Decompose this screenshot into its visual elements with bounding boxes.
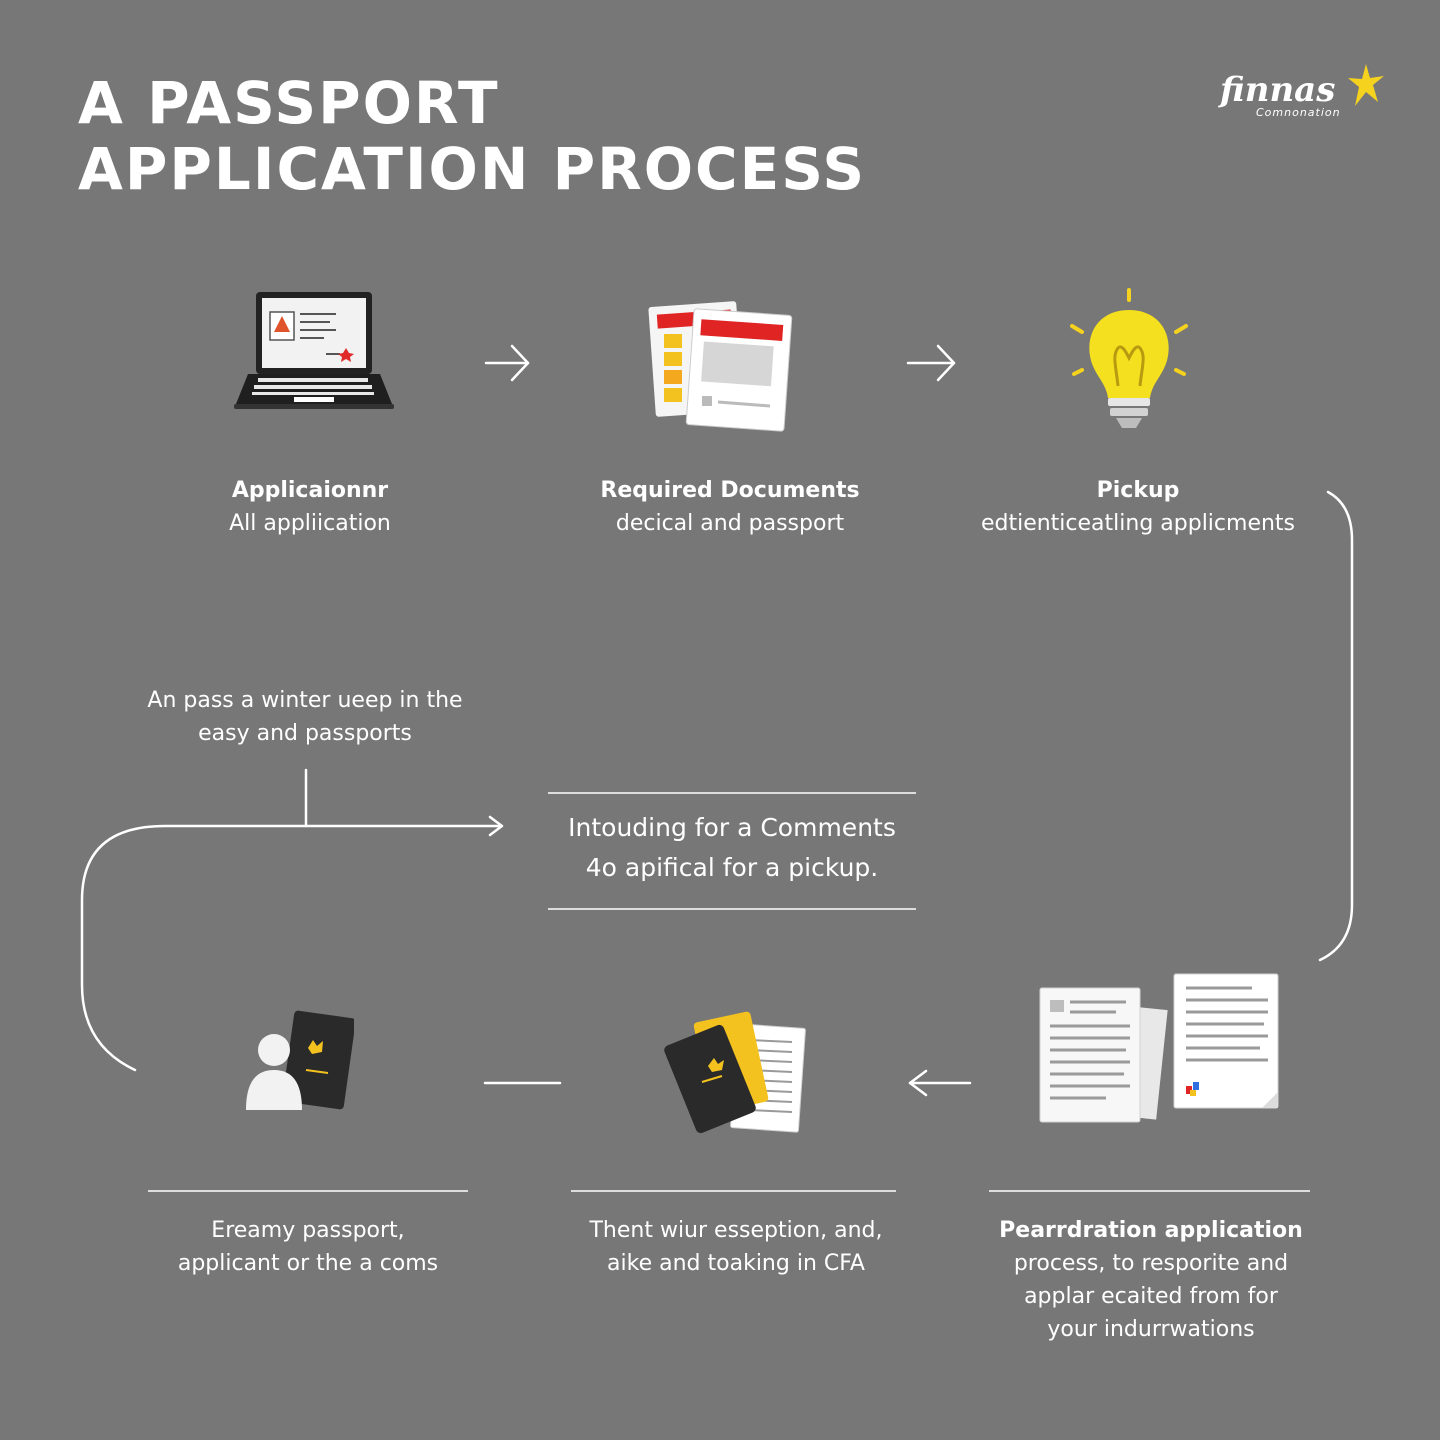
title-line-2: APPLICATION PROCESS: [78, 135, 867, 203]
center-callout: Intouding for a Comments 4o apifical for…: [548, 808, 916, 888]
passport-cards-icon: [664, 1011, 806, 1134]
title-line-1: A PASSPORT: [78, 69, 500, 137]
step-5-description-line-2: aike and toaking in CFA: [607, 1251, 865, 1276]
arrow-step2-to-step3: [906, 344, 956, 382]
page-title: A PASSPORT APPLICATION PROCESS: [78, 70, 866, 202]
step-4-label: Pearrdration application process, to res…: [976, 1214, 1326, 1346]
step-6-label: Ereamy passport, applicant or the a coms: [128, 1214, 488, 1280]
logo-wordmark: finnas: [1220, 70, 1336, 110]
brand-logo: finnas Comnonation: [1218, 62, 1388, 132]
left-loop-curve: [80, 824, 502, 1072]
star-figure-icon: [1348, 64, 1384, 106]
arrow-step4-to-step5: [908, 1069, 972, 1097]
step-4-description-line-3: your indurrwations: [1047, 1317, 1255, 1342]
step-6-description-line-1: Ereamy passport,: [211, 1218, 405, 1243]
center-callout-line-1: Intouding for a Comments: [568, 813, 896, 842]
step-5-label: Thent wiur esseption, and, aike and toak…: [558, 1214, 914, 1280]
left-loop-arrowhead: [488, 815, 504, 837]
step-1-title: Applicaionnr: [231, 478, 389, 503]
step-1-label: Applicaionnr All appliication: [160, 474, 460, 540]
person-passport-icon: [246, 1010, 354, 1110]
documents-icon: [648, 301, 793, 432]
center-callout-line-2: 4o apifical for a pickup.: [585, 853, 879, 882]
logo-subtitle: Comnonation: [1256, 106, 1341, 119]
lightbulb-icon: [1070, 288, 1188, 428]
left-callout-line-1: An pass a winter ueep in the: [147, 688, 463, 713]
step-2-description: decical and passport: [615, 511, 845, 536]
step-3-description: edtienticeatling applicments: [980, 511, 1296, 536]
left-callout-line-2: easy and passports: [198, 721, 412, 746]
arrow-step1-to-step2: [484, 344, 530, 382]
left-callout: An pass a winter ueep in the easy and pa…: [130, 684, 480, 750]
step-4-description-line-2: applar ecaited from for: [1024, 1284, 1278, 1309]
step-3-title: Pickup: [1096, 478, 1180, 503]
step-5-description-line-1: Thent wiur esseption, and,: [589, 1218, 883, 1243]
step-6-description-line-2: applicant or the a coms: [177, 1251, 439, 1276]
step-1-description: All appliication: [229, 511, 391, 536]
step-4-title: Pearrdration application: [999, 1218, 1303, 1243]
step-2-title: Required Documents: [600, 478, 860, 503]
right-return-curve: [1318, 490, 1354, 962]
step-2-label: Required Documents decical and passport: [560, 474, 900, 540]
paper-stack-icon: [1039, 973, 1279, 1123]
step-4-description-line-1: process, to resporite and: [1013, 1251, 1289, 1276]
step-3-label: Pickup edtienticeatling applicments: [960, 474, 1316, 540]
laptop-icon: [234, 292, 394, 409]
